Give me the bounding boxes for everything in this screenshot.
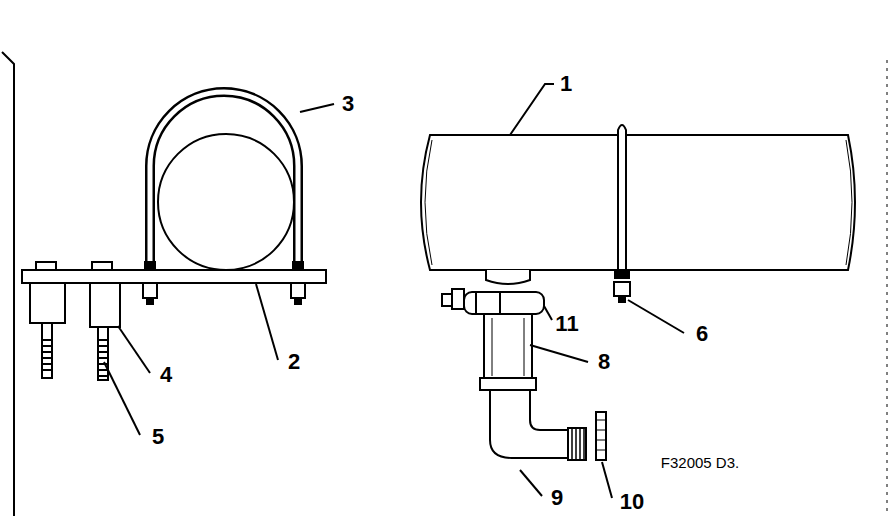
hose-clamp (480, 378, 536, 390)
callout-number: 10 (620, 491, 644, 513)
callout-number: 3 (342, 93, 354, 115)
leader-line (104, 362, 140, 435)
nut (614, 282, 630, 296)
tank (421, 135, 855, 270)
tank-end (425, 140, 852, 265)
frame-line (2, 52, 14, 516)
leader-line (628, 300, 684, 333)
thread-lines (572, 428, 584, 460)
pipe (484, 314, 532, 378)
bolt-head (92, 262, 112, 270)
cap (596, 412, 606, 460)
clamp-band (476, 292, 500, 314)
nut (291, 283, 305, 298)
leader-line (530, 345, 588, 362)
nut (615, 270, 629, 278)
u-bolt (150, 92, 298, 268)
leader-line (256, 284, 278, 360)
mounting-plate (22, 270, 326, 283)
frame-line (887, 60, 888, 516)
leader-line (118, 326, 150, 373)
callout-number: 5 (152, 426, 164, 448)
tank-section (158, 134, 294, 270)
callout-number: 6 (696, 323, 708, 345)
callout-number: 11 (555, 313, 578, 335)
spacer (30, 283, 65, 323)
nut (293, 262, 303, 270)
nut (143, 283, 157, 298)
clamp-nut (452, 289, 464, 309)
callout-number: 4 (160, 364, 172, 386)
bolt-end (147, 298, 153, 304)
callout-number: 2 (288, 351, 300, 373)
leader-line (300, 104, 334, 112)
threaded-stud (98, 327, 108, 380)
callout-number: 9 (551, 487, 563, 509)
tank-strap (618, 125, 626, 270)
bolt-end (619, 296, 625, 302)
thread-lines (596, 420, 606, 450)
u-bolt (150, 92, 298, 268)
pipe-shade (492, 318, 524, 376)
leader-line (544, 306, 552, 320)
nut (145, 262, 155, 270)
leader-line (510, 84, 554, 135)
bolt-head (36, 262, 56, 270)
drawing-number: F32005 D3. (661, 455, 739, 470)
elbow-thread (568, 428, 586, 460)
thread-lines (42, 340, 108, 376)
clamp (464, 292, 544, 314)
leader-line (520, 470, 542, 496)
leader-line (602, 462, 612, 498)
elbow (490, 390, 568, 458)
bolt-end (295, 298, 301, 304)
callout-number: 1 (560, 73, 572, 95)
outlet-fitting (486, 270, 530, 284)
callout-number: 8 (598, 351, 610, 373)
spacer (90, 283, 120, 327)
